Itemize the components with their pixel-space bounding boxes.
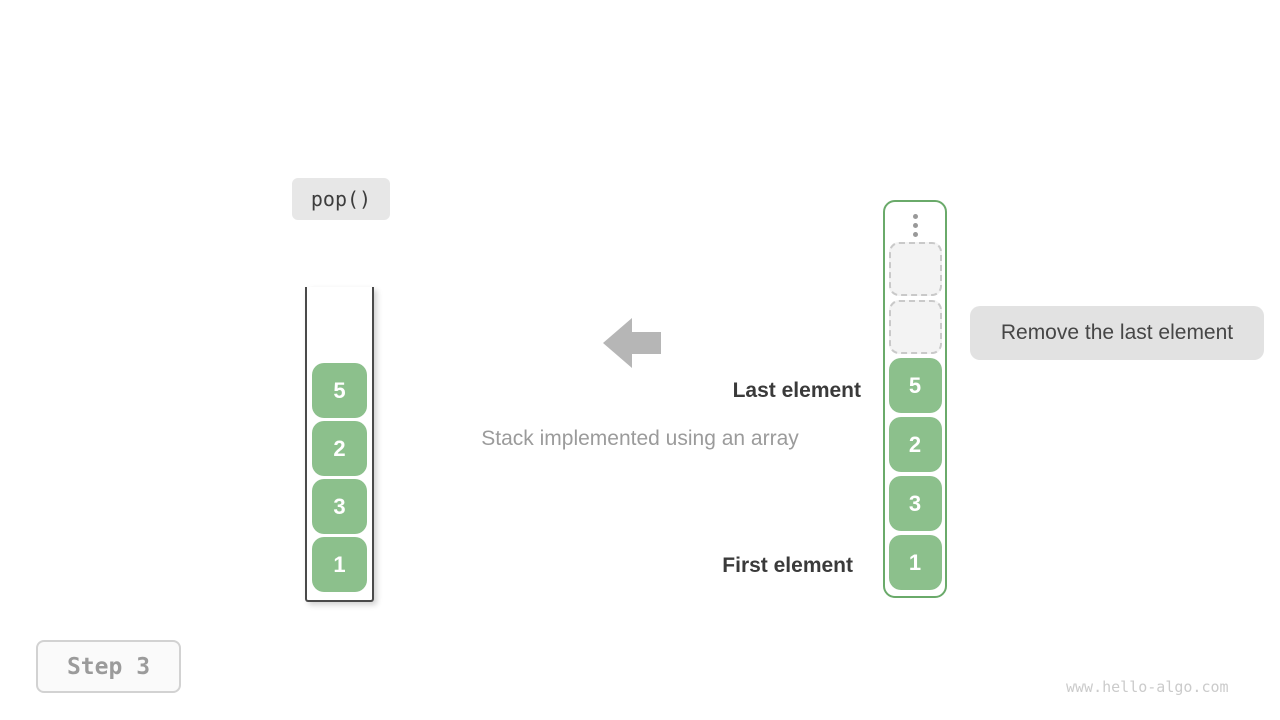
vertical-ellipsis-icon [912,212,918,238]
stack-cell: 5 [312,363,367,418]
array-cell: 3 [888,476,942,531]
diagram-caption: Stack implemented using an array [481,427,799,450]
watermark: www.hello-algo.com [1066,678,1229,696]
step-badge: Step 3 [36,640,181,693]
left-arrow-icon [603,318,661,368]
stack-cell: 1 [312,537,367,592]
stack-cell: 2 [312,421,367,476]
last-element-label: Last element [732,379,861,402]
operation-label: pop() [292,178,390,220]
array-cell: 1 [888,535,942,590]
array-cell: 5 [888,358,942,413]
first-element-label: First element [722,554,853,577]
stack-cell: 3 [312,479,367,534]
empty-array-slot [888,300,942,354]
array-cell: 2 [888,417,942,472]
pop-annotation: Remove the last element [970,306,1264,360]
empty-array-slot [888,242,942,296]
